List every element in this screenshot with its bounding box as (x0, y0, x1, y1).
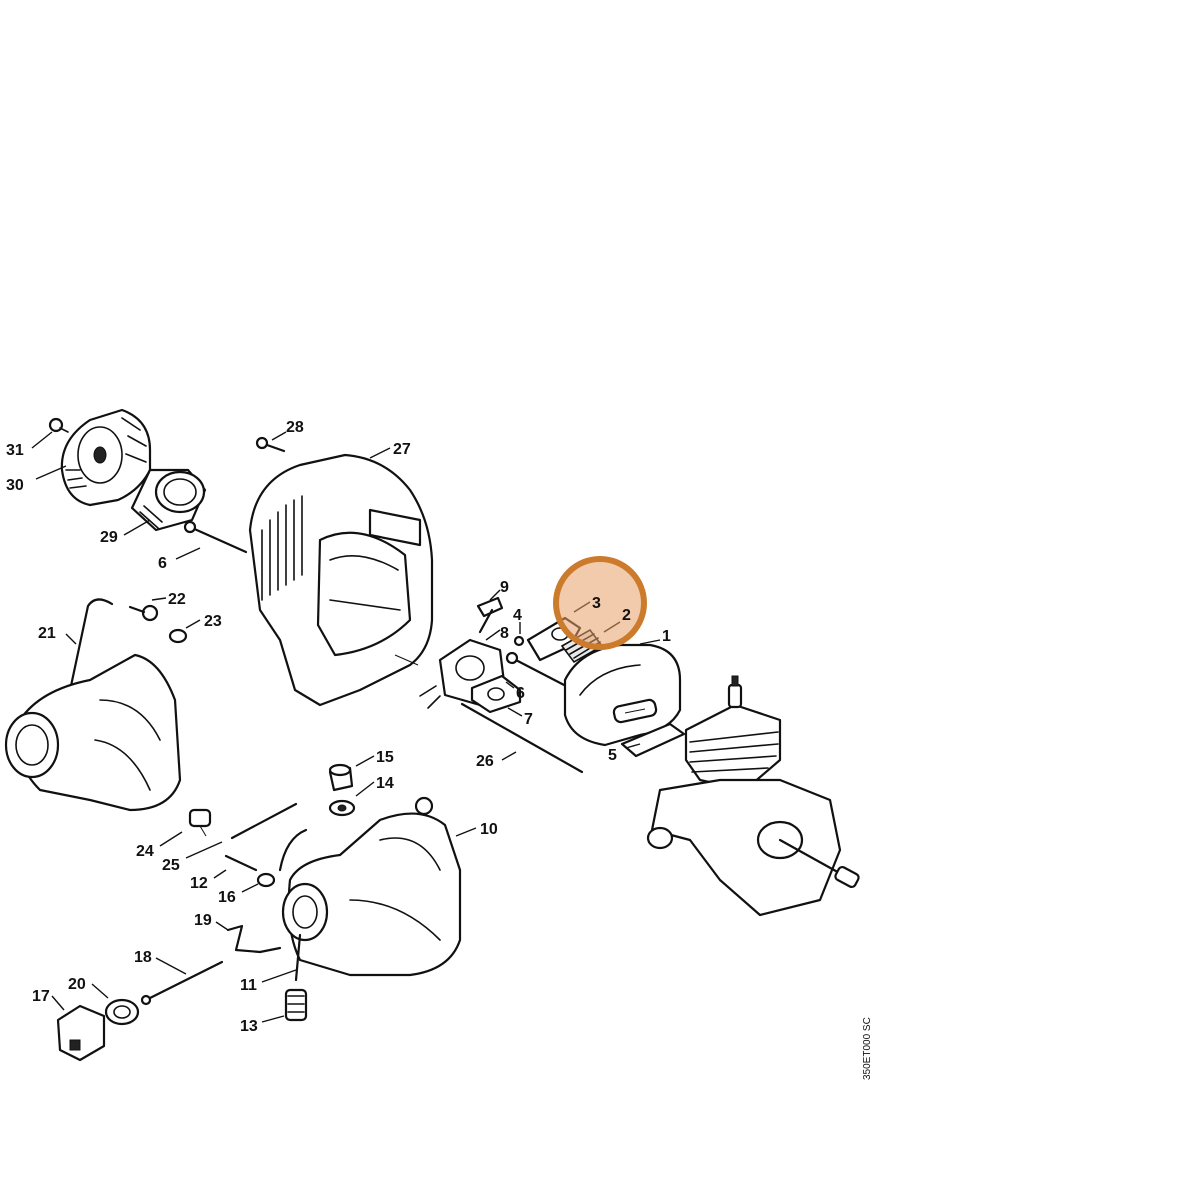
label-5[interactable]: 5 (608, 747, 617, 764)
starter-cover-part[interactable] (60, 408, 152, 507)
label-12[interactable]: 12 (190, 875, 208, 892)
screw-4-part[interactable] (513, 635, 525, 647)
pipe-12-part[interactable] (224, 854, 258, 872)
label-29[interactable]: 29 (100, 529, 118, 546)
screw-28-part[interactable] (255, 436, 286, 453)
part-labels: 31 30 29 6 28 27 22 23 21 9 4 8 3 2 1 6 … (6, 419, 671, 1035)
screw-22-part[interactable] (128, 604, 159, 622)
valve-24-part[interactable] (188, 808, 212, 837)
label-22[interactable]: 22 (168, 591, 186, 608)
washer-20-part[interactable] (104, 998, 140, 1026)
label-14[interactable]: 14 (376, 775, 394, 792)
plug-23-part[interactable] (168, 628, 188, 644)
label-24[interactable]: 24 (136, 843, 154, 860)
gasket-5-part[interactable] (620, 722, 686, 758)
highlight-circle-part-3 (553, 556, 647, 650)
gasket-7-part[interactable] (470, 674, 522, 714)
label-4[interactable]: 4 (513, 607, 522, 624)
label-17[interactable]: 17 (32, 988, 50, 1005)
fuel-cap-neck-part[interactable] (281, 882, 329, 942)
rod-18-part[interactable] (140, 960, 224, 1006)
label-25[interactable]: 25 (162, 857, 180, 874)
pickup-body-13-part[interactable] (284, 988, 308, 1022)
label-9[interactable]: 9 (500, 579, 509, 596)
label-26[interactable]: 26 (476, 753, 494, 770)
label-6-upper[interactable]: 6 (158, 555, 167, 572)
crankcase-cover-part[interactable] (4, 653, 182, 812)
fuel-hose-11-part[interactable] (294, 933, 302, 982)
engine-crankcase-part[interactable] (646, 778, 860, 917)
lever-9-part[interactable] (476, 596, 504, 634)
label-7[interactable]: 7 (524, 711, 533, 728)
screw-6-upper-part[interactable] (183, 520, 248, 554)
washer-14-part[interactable] (328, 799, 356, 817)
label-6-lower[interactable]: 6 (516, 685, 525, 702)
label-2[interactable]: 2 (622, 607, 631, 624)
label-13[interactable]: 13 (240, 1018, 258, 1035)
rod-26-part[interactable] (460, 702, 584, 774)
label-21[interactable]: 21 (38, 625, 56, 642)
screw-31-part[interactable] (48, 417, 69, 433)
label-23[interactable]: 23 (204, 613, 222, 630)
label-10[interactable]: 10 (480, 821, 498, 838)
label-20[interactable]: 20 (68, 976, 86, 993)
leader-lines (31, 431, 661, 1023)
engine-cylinder-part[interactable] (684, 675, 782, 792)
label-19[interactable]: 19 (194, 912, 212, 929)
knob-17-part[interactable] (56, 1004, 106, 1062)
hose-25-part[interactable] (230, 802, 308, 872)
sleeve-29-part[interactable] (130, 468, 207, 532)
label-27[interactable]: 27 (393, 441, 411, 458)
bracket-19-part[interactable] (226, 924, 282, 954)
label-16[interactable]: 16 (218, 889, 236, 906)
screw-6-lower-part[interactable] (505, 651, 568, 688)
label-8[interactable]: 8 (500, 625, 509, 642)
fuel-tank-10-part[interactable] (287, 796, 462, 977)
grommet-16-part[interactable] (256, 872, 276, 888)
label-28[interactable]: 28 (286, 419, 304, 436)
shroud-27-part[interactable] (248, 453, 434, 707)
label-31[interactable]: 31 (6, 442, 24, 459)
label-3[interactable]: 3 (592, 595, 601, 612)
label-30[interactable]: 30 (6, 477, 24, 494)
label-11[interactable]: 11 (240, 977, 257, 994)
drawing-code: 350ET000 SC (862, 1017, 873, 1080)
label-15[interactable]: 15 (376, 749, 394, 766)
grommet-15-part[interactable] (328, 763, 354, 792)
label-18[interactable]: 18 (134, 949, 152, 966)
hose-21-part[interactable] (66, 598, 114, 702)
label-1[interactable]: 1 (662, 628, 671, 645)
